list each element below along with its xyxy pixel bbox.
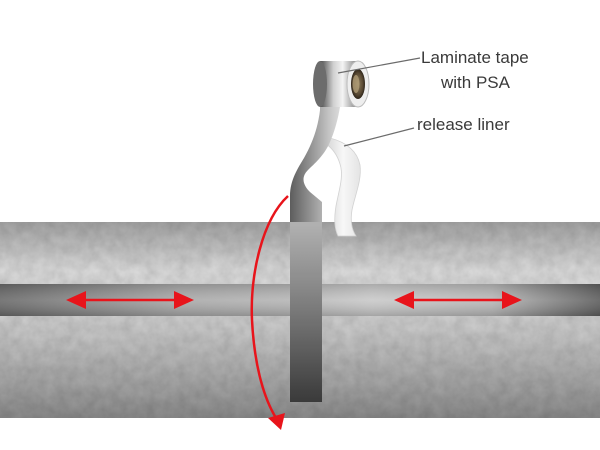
tape-label-line2: with PSA <box>440 73 511 92</box>
wrap-direction-arrow <box>250 195 289 430</box>
axial-arrow-left <box>66 291 194 309</box>
axial-arrow-right <box>394 291 522 309</box>
tape-strip <box>290 92 342 224</box>
release-liner-label: release liner <box>417 115 510 134</box>
tape-band-on-pipe <box>290 222 322 402</box>
release-liner <box>325 137 361 237</box>
tape-leader-line <box>337 57 421 74</box>
tape-roll <box>313 60 370 108</box>
liner-leader-line <box>343 127 415 147</box>
tape-label-line1: Laminate tape <box>421 48 529 67</box>
